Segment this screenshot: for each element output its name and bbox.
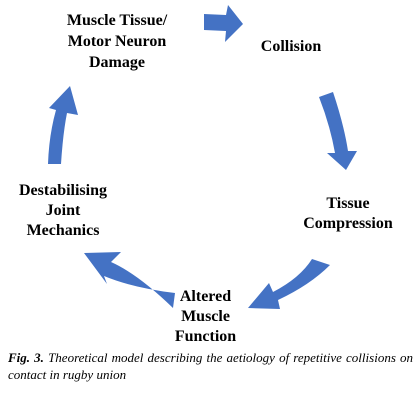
arrow-damage-to-collision bbox=[204, 5, 243, 42]
node-line: Function bbox=[174, 328, 237, 345]
node-collision: Collision bbox=[236, 37, 346, 57]
node-line: Damage bbox=[89, 54, 145, 71]
arrow-tissue-to-altered bbox=[248, 259, 330, 309]
node-line: Compression bbox=[303, 215, 393, 232]
caption-text: Theoretical model describing the aetiolo… bbox=[8, 350, 414, 382]
node-line: Tissue bbox=[326, 195, 370, 212]
node-line: Muscle Tissue/ bbox=[66, 12, 168, 29]
arrow-collision-to-tissue bbox=[319, 92, 357, 170]
node-destabilising-joint-mechanics: Destabilising Joint Mechanics bbox=[4, 181, 122, 241]
node-altered-muscle-function: Altered Muscle Function bbox=[148, 287, 263, 347]
node-line: Collision bbox=[260, 38, 322, 55]
arrow-altered-to-destab bbox=[84, 252, 175, 308]
figure-caption: Fig. 3. Theoretical model describing the… bbox=[8, 349, 413, 383]
node-line: Muscle bbox=[181, 308, 230, 325]
node-line: Altered bbox=[179, 288, 232, 305]
node-line: Joint bbox=[45, 202, 81, 219]
node-line: Motor Neuron bbox=[67, 33, 167, 50]
arrow-destab-to-damage bbox=[48, 86, 78, 164]
caption-label: Fig. 3. bbox=[8, 350, 44, 365]
node-tissue-compression: Tissue Compression bbox=[282, 194, 414, 234]
node-line: Mechanics bbox=[26, 222, 100, 239]
cycle-arrows bbox=[48, 5, 357, 309]
node-muscle-tissue-motor-neuron-damage: Muscle Tissue/ Motor Neuron Damage bbox=[52, 10, 182, 73]
node-line: Destabilising bbox=[18, 182, 107, 199]
